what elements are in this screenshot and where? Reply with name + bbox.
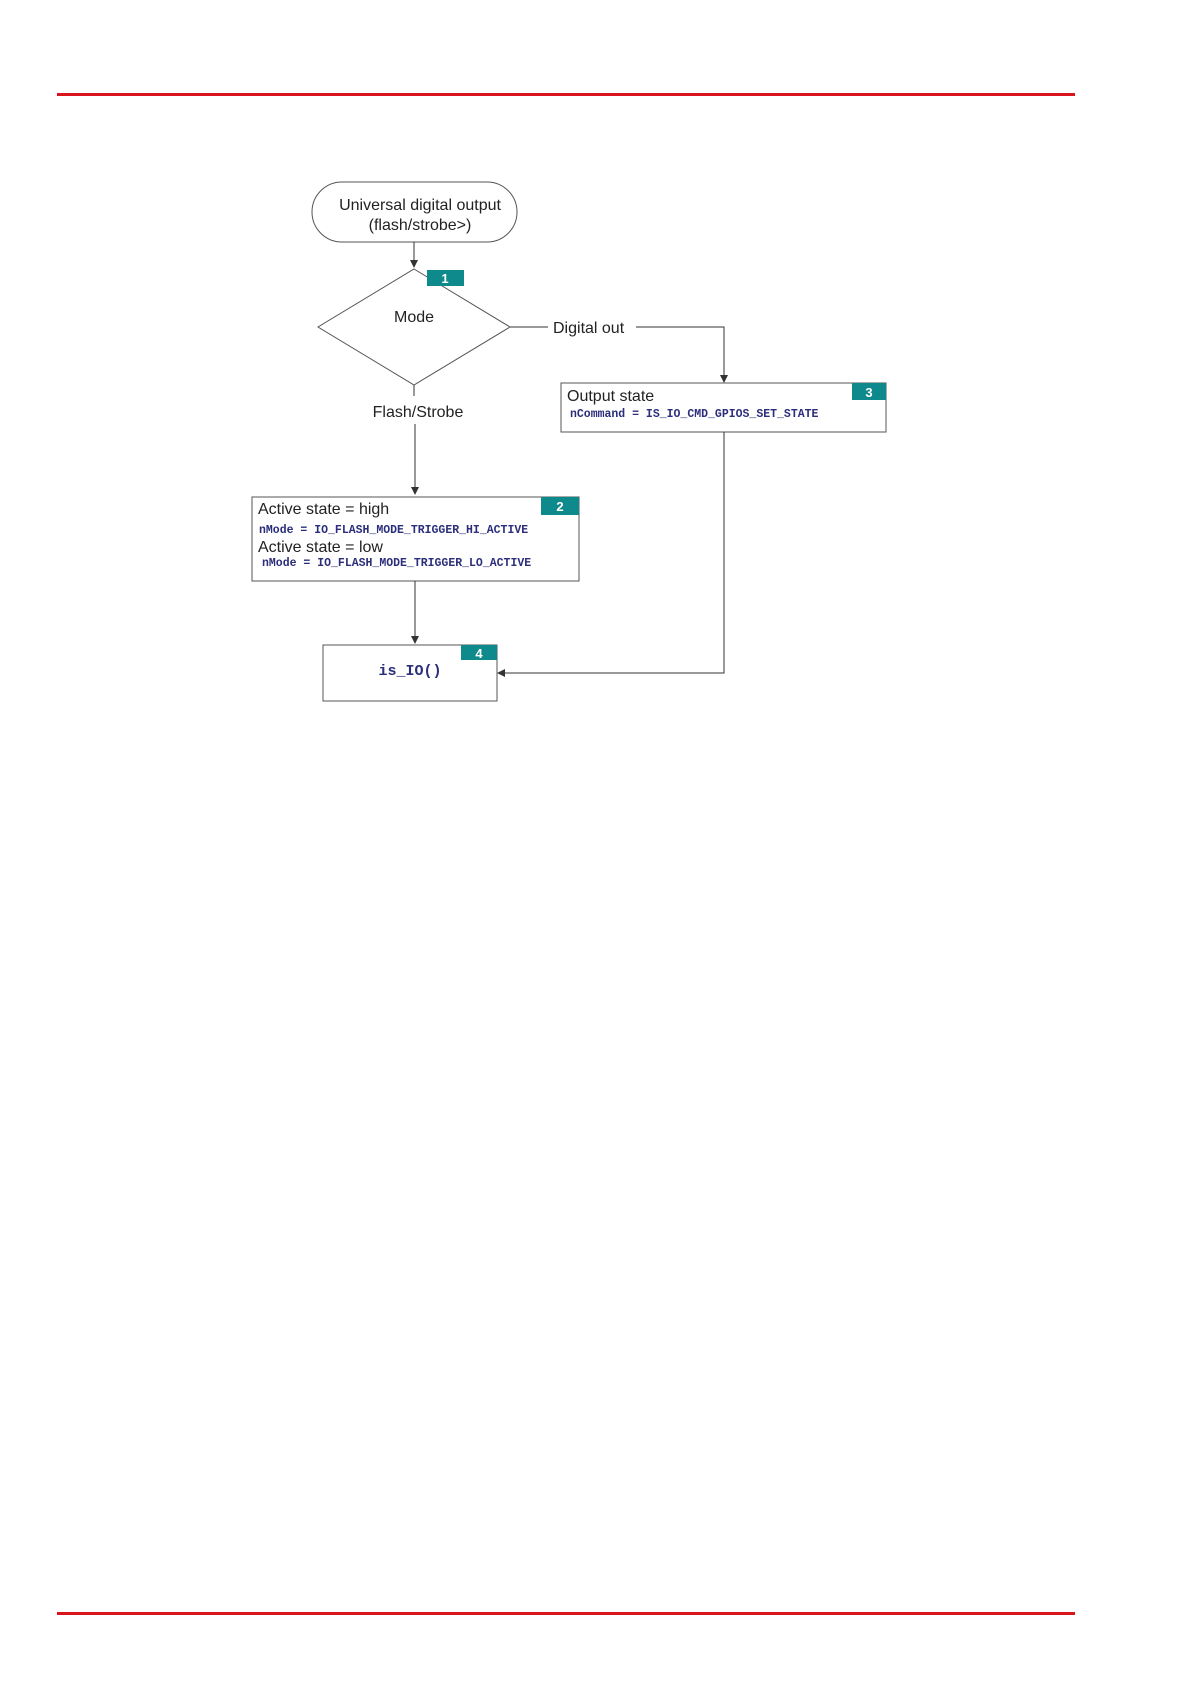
connector-digital-out-to-output xyxy=(636,327,724,382)
mode-decision: Mode 1 xyxy=(318,269,510,385)
start-node: Universal digital output (flash/strobe>) xyxy=(312,182,517,242)
is-io-call-box: 4 is_IO() xyxy=(323,645,497,701)
badge-4-label: 4 xyxy=(475,646,483,661)
badge-1-label: 1 xyxy=(441,271,448,286)
start-node-line1: Universal digital output xyxy=(339,197,501,214)
flash-mode-box: 2 Active state = high nMode = IO_FLASH_M… xyxy=(252,497,579,581)
active-high-code: nMode = IO_FLASH_MODE_TRIGGER_HI_ACTIVE xyxy=(259,524,528,537)
output-state-code: nCommand = IS_IO_CMD_GPIOS_SET_STATE xyxy=(570,408,819,421)
is-io-call-code: is_IO() xyxy=(378,663,441,680)
start-node-line2: (flash/strobe>) xyxy=(369,217,472,234)
branch-label-flash-strobe: Flash/Strobe xyxy=(373,404,464,421)
mode-decision-label: Mode xyxy=(394,309,434,326)
badge-3-label: 3 xyxy=(865,385,872,400)
output-state-label: Output state xyxy=(567,388,654,405)
branch-label-digital-out: Digital out xyxy=(553,320,625,337)
active-low-label: Active state = low xyxy=(258,539,383,556)
output-state-box: 3 Output state nCommand = IS_IO_CMD_GPIO… xyxy=(561,383,886,432)
active-low-code: nMode = IO_FLASH_MODE_TRIGGER_LO_ACTIVE xyxy=(262,557,531,570)
badge-2-label: 2 xyxy=(556,499,563,514)
active-high-label: Active state = high xyxy=(258,501,389,518)
